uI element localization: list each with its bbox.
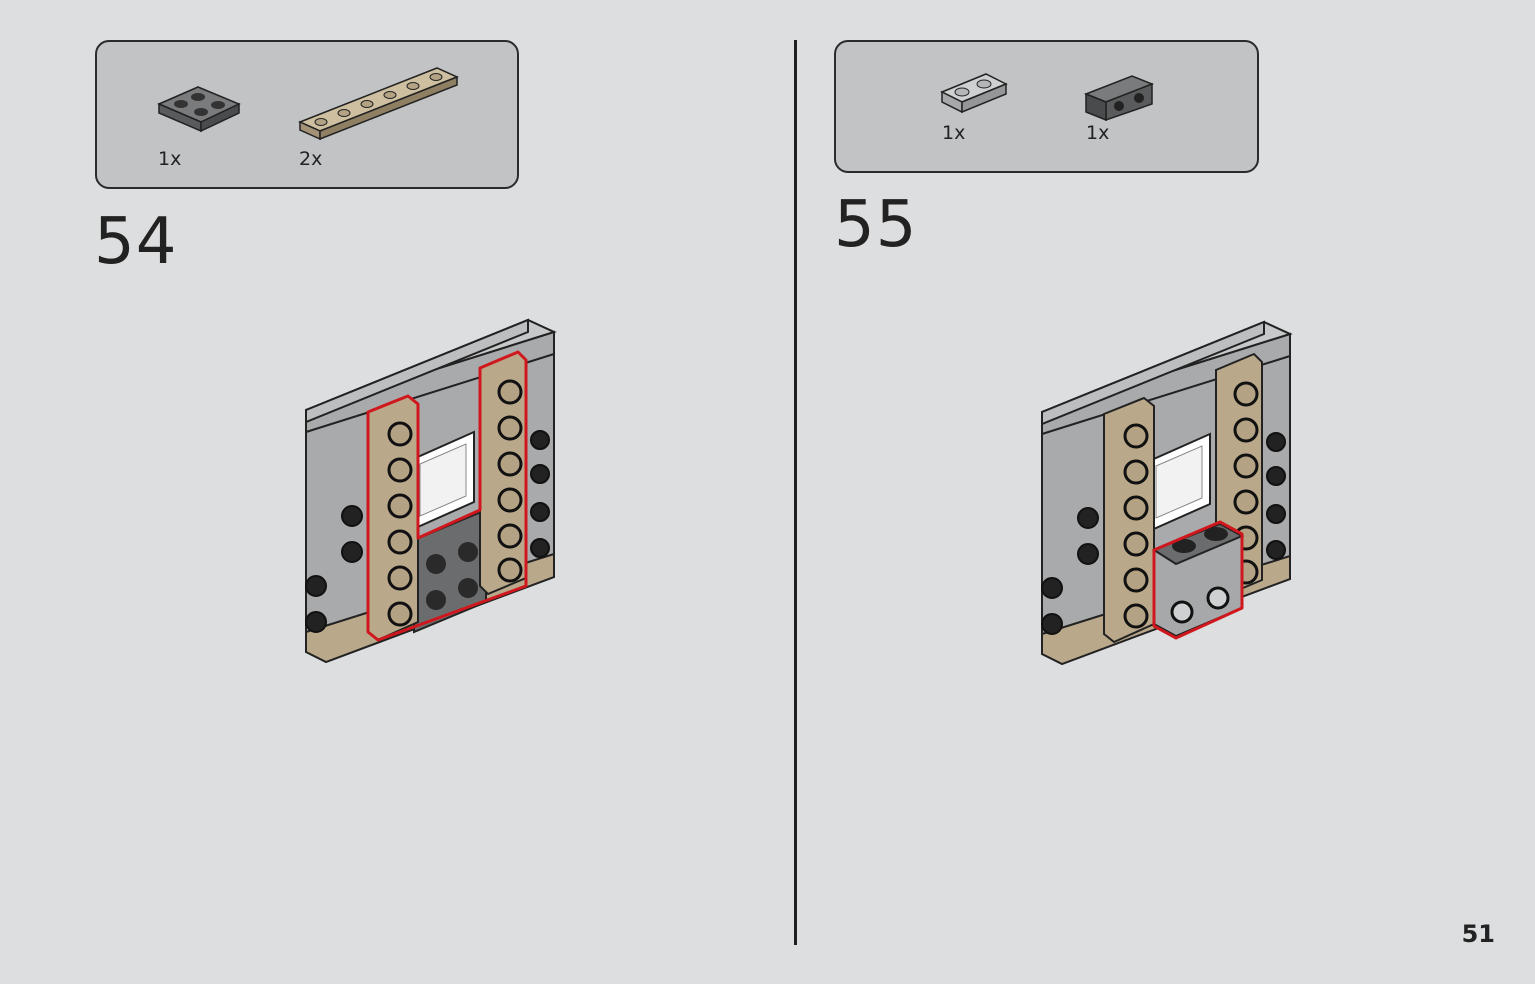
dark-gray-bracket-icon (1083, 75, 1155, 122)
part-quantity: 1x (158, 148, 182, 170)
step-number: 54 (94, 205, 178, 279)
step-55-build-illustration (1041, 320, 1293, 666)
step-54-build-illustration (305, 318, 557, 664)
page-divider (794, 40, 797, 945)
page-number: 51 (1461, 920, 1495, 948)
tan-plate-1x6-icon (298, 67, 459, 141)
part-quantity: 1x (1086, 122, 1110, 144)
parts-list-step-54: 1x 2x (95, 40, 519, 189)
dark-gray-plate-2x2-icon (157, 86, 241, 133)
parts-list-illustration (940, 73, 1155, 122)
parts-list-illustration (157, 67, 459, 141)
step-number: 55 (834, 188, 918, 262)
part-quantity: 1x (942, 122, 966, 144)
parts-list-step-55: 1x 1x (834, 40, 1259, 173)
light-gray-plate-1x2-icon (940, 73, 1008, 114)
part-quantity: 2x (299, 148, 323, 170)
